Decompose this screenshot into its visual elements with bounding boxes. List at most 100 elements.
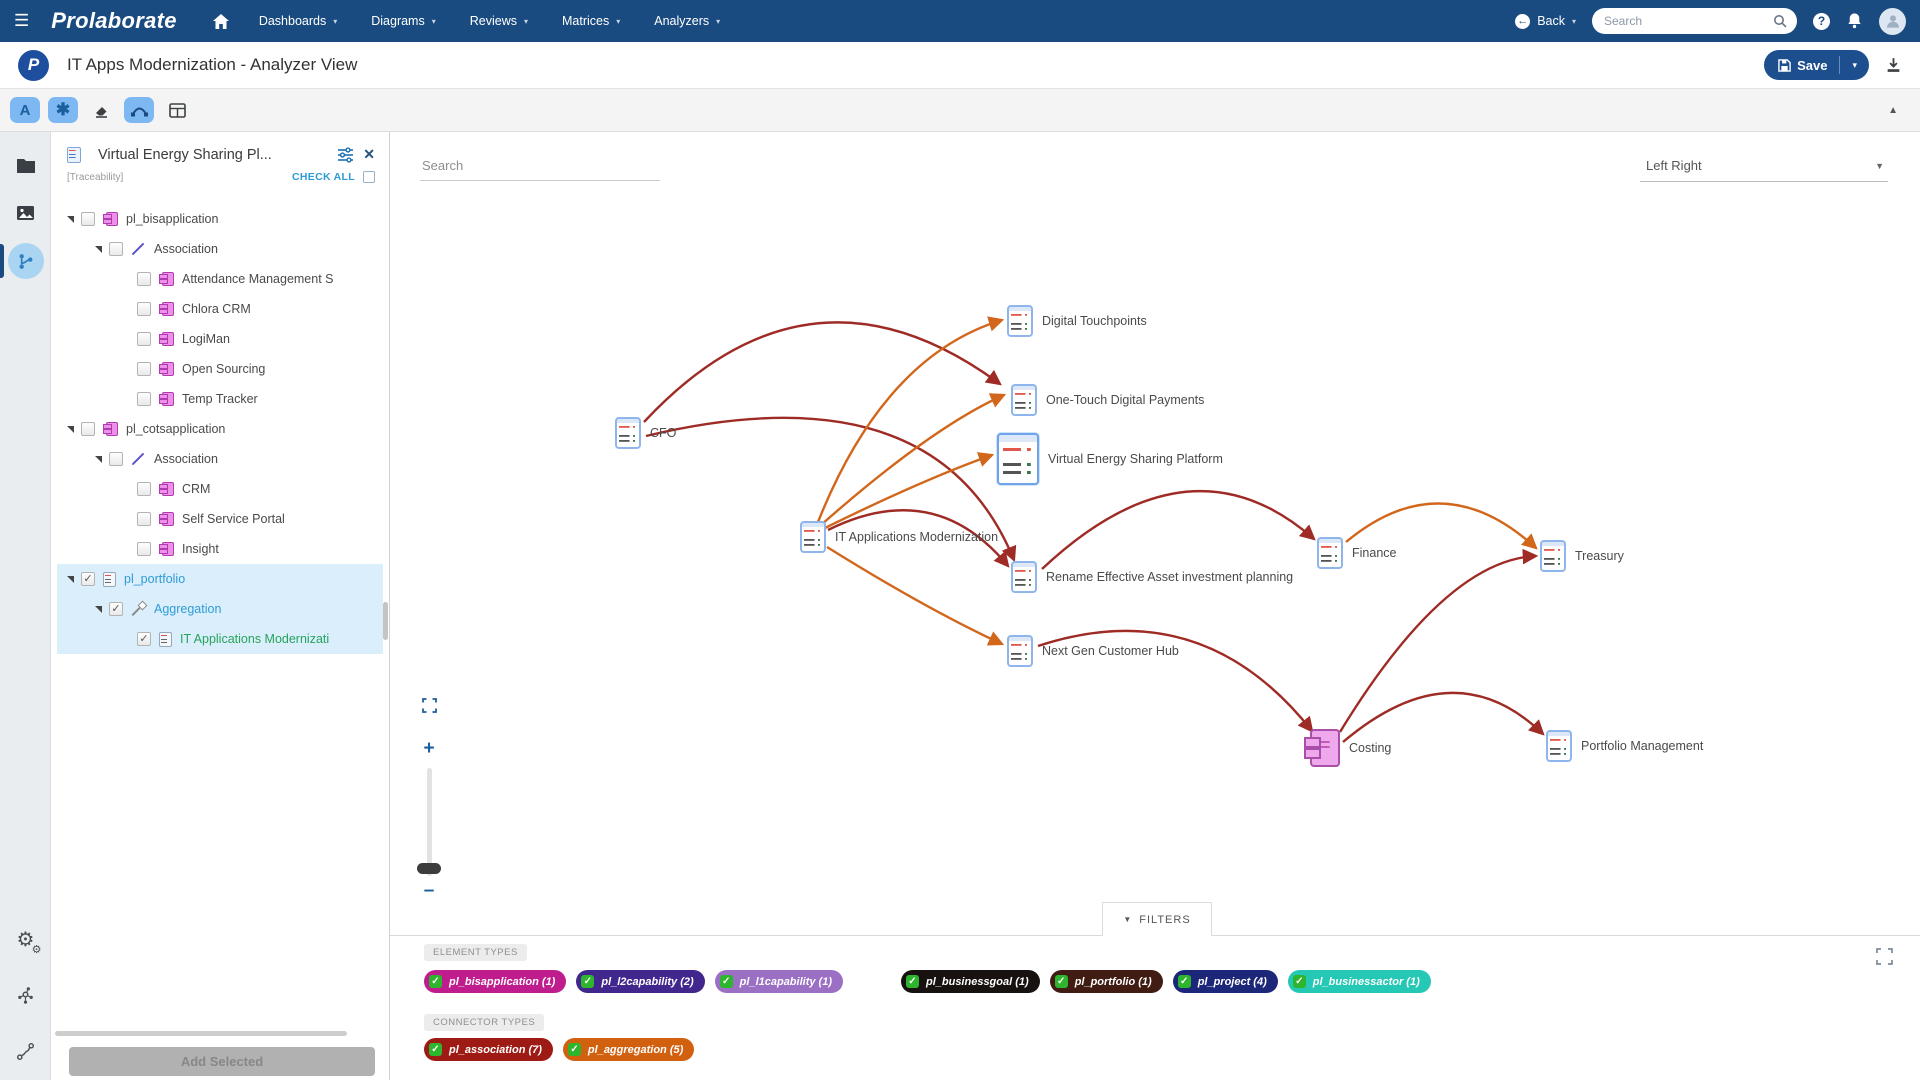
analyzer-canvas[interactable]: Left Right ▼ CFO Digital TouchpointsOne-T… bbox=[390, 132, 1920, 1080]
back-button[interactable]: ← Back ▾ bbox=[1515, 13, 1576, 29]
filter-badge-pl-aggregation-5[interactable]: ✓pl_aggregation (5) bbox=[562, 1038, 695, 1061]
tree-item-checkbox[interactable] bbox=[109, 452, 123, 466]
expand-fullscreen-icon[interactable] bbox=[1876, 948, 1893, 970]
tree-expand-caret[interactable] bbox=[95, 245, 102, 253]
tree-item-open-sourcing[interactable]: Open Sourcing bbox=[57, 354, 383, 384]
badge-checkbox[interactable]: ✓ bbox=[719, 975, 733, 988]
tree-item-checkbox[interactable] bbox=[137, 332, 151, 346]
tree-item-pl-cotsapplication[interactable]: pl_cotsapplication bbox=[57, 414, 383, 444]
filter-sliders-icon[interactable] bbox=[337, 146, 354, 163]
tree-expand-caret[interactable] bbox=[95, 605, 102, 613]
help-icon[interactable]: ? bbox=[1813, 12, 1830, 30]
graph-node-costing[interactable]: Costing bbox=[1304, 729, 1391, 767]
tree-item-checkbox[interactable] bbox=[137, 362, 151, 376]
tree-expand-caret[interactable] bbox=[67, 425, 74, 433]
hamburger-menu-icon[interactable]: ☰ bbox=[14, 11, 30, 30]
tree-item-chlora-crm[interactable]: Chlora CRM bbox=[57, 294, 383, 324]
filter-badge-pl-association-7[interactable]: ✓pl_association (7) bbox=[424, 1038, 553, 1061]
download-icon[interactable] bbox=[1885, 57, 1902, 74]
notifications-bell-icon[interactable] bbox=[1846, 12, 1863, 30]
tree-item-checkbox[interactable] bbox=[137, 302, 151, 316]
graph-node-cfo[interactable]: CFO bbox=[615, 417, 676, 449]
badge-checkbox[interactable]: ✓ bbox=[429, 975, 442, 988]
tree-item-checkbox[interactable]: ✓ bbox=[81, 572, 95, 586]
badge-checkbox[interactable]: ✓ bbox=[429, 1043, 442, 1056]
tree-expand-caret[interactable] bbox=[67, 575, 74, 583]
graph-node-treasury[interactable]: Treasury bbox=[1540, 540, 1624, 572]
toolbar-collapse-caret[interactable]: ▲ bbox=[1888, 104, 1898, 116]
badge-checkbox[interactable]: ✓ bbox=[905, 975, 919, 988]
tree-item-checkbox[interactable]: ✓ bbox=[137, 632, 151, 646]
close-panel-icon[interactable]: ✕ bbox=[363, 146, 375, 162]
zoom-slider-handle[interactable] bbox=[416, 863, 441, 874]
global-search-input[interactable] bbox=[1604, 14, 1773, 28]
nav-item-analyzers[interactable]: Analyzers▾ bbox=[654, 14, 720, 28]
tree-item-checkbox[interactable] bbox=[81, 212, 95, 226]
home-icon[interactable] bbox=[212, 13, 229, 29]
graph-node-next-gen-customer-hub[interactable]: Next Gen Customer Hub bbox=[1007, 635, 1179, 667]
tree-vertical-scrollbar[interactable] bbox=[383, 602, 388, 640]
tree-item-it-applications-modernizati[interactable]: ✓IT Applications Modernizati bbox=[57, 624, 383, 654]
card-view-tool-button[interactable] bbox=[162, 97, 192, 123]
add-selected-button[interactable]: Add Selected bbox=[69, 1047, 375, 1076]
zoom-in-button[interactable]: + bbox=[423, 738, 435, 759]
check-all-label[interactable]: CHECK ALL bbox=[292, 171, 355, 183]
tree-item-checkbox[interactable] bbox=[137, 272, 151, 286]
graph-node-digital-touchpoints[interactable]: Digital Touchpoints bbox=[1007, 305, 1147, 337]
tree-item-association[interactable]: Association bbox=[57, 234, 383, 264]
curve-tool-button[interactable] bbox=[124, 97, 154, 123]
filter-badge-pl-project-4[interactable]: ✓pl_project (4) bbox=[1172, 970, 1278, 993]
zoom-out-button[interactable]: – bbox=[423, 880, 435, 901]
tree-item-checkbox[interactable] bbox=[137, 482, 151, 496]
tree-item-logiman[interactable]: LogiMan bbox=[57, 324, 383, 354]
layout-direction-select[interactable]: Left Right ▼ bbox=[1640, 154, 1888, 182]
check-all-checkbox[interactable] bbox=[363, 171, 375, 183]
rail-traceability-tab[interactable] bbox=[0, 238, 51, 284]
save-dropdown-caret[interactable]: ▾ bbox=[1852, 59, 1857, 70]
tree-item-temp-tracker[interactable]: Temp Tracker bbox=[57, 384, 383, 414]
graph-node-rename-effective-asset-investment-planning[interactable]: Rename Effective Asset investment planni… bbox=[1011, 561, 1293, 593]
nav-item-matrices[interactable]: Matrices▾ bbox=[562, 14, 620, 28]
filter-badge-pl-l2capability-2[interactable]: ✓pl_l2capability (2) bbox=[576, 970, 705, 993]
tree-item-association[interactable]: Association bbox=[57, 444, 383, 474]
asterisk-tool-button[interactable]: ✱ bbox=[48, 97, 78, 123]
tree-item-crm[interactable]: CRM bbox=[57, 474, 383, 504]
tree-item-checkbox[interactable] bbox=[137, 512, 151, 526]
badge-checkbox[interactable]: ✓ bbox=[1177, 975, 1191, 988]
rail-settings-button[interactable]: ⚙⚙ bbox=[0, 916, 51, 962]
graph-node-it-applications-modernization[interactable]: IT Applications Modernization bbox=[800, 521, 998, 553]
rail-browser-tab[interactable] bbox=[0, 142, 51, 188]
filter-badge-pl-l1capability-1[interactable]: ✓pl_l1capability (1) bbox=[714, 970, 843, 993]
user-avatar[interactable] bbox=[1879, 7, 1906, 35]
filter-badge-pl-businessgoal-1[interactable]: ✓pl_businessgoal (1) bbox=[900, 970, 1040, 993]
tree-expand-caret[interactable] bbox=[95, 455, 102, 463]
save-split-button[interactable]: Save ▾ bbox=[1764, 50, 1869, 80]
badge-checkbox[interactable]: ✓ bbox=[1292, 975, 1306, 988]
rail-images-tab[interactable] bbox=[0, 190, 51, 236]
brand-logo[interactable]: Prolaborate bbox=[51, 8, 177, 33]
badge-checkbox[interactable]: ✓ bbox=[581, 975, 595, 988]
search-icon[interactable] bbox=[1773, 14, 1787, 28]
tree-item-checkbox[interactable] bbox=[137, 392, 151, 406]
graph-node-one-touch-digital-payments[interactable]: One-Touch Digital Payments bbox=[1011, 384, 1204, 416]
tree-item-pl-bisapplication[interactable]: pl_bisapplication bbox=[57, 204, 383, 234]
tree-item-checkbox[interactable] bbox=[137, 542, 151, 556]
zoom-slider[interactable] bbox=[416, 768, 441, 876]
text-tool-button[interactable]: A bbox=[10, 97, 40, 123]
filter-badge-pl-portfolio-1[interactable]: ✓pl_portfolio (1) bbox=[1049, 970, 1163, 993]
rail-relations-button[interactable] bbox=[0, 1028, 51, 1074]
filter-badge-pl-bisapplication-1[interactable]: ✓pl_bisapplication (1) bbox=[424, 970, 567, 993]
nav-item-dashboards[interactable]: Dashboards▾ bbox=[259, 14, 337, 28]
eraser-tool-button[interactable] bbox=[86, 97, 116, 123]
nav-item-reviews[interactable]: Reviews▾ bbox=[470, 14, 528, 28]
badge-checkbox[interactable]: ✓ bbox=[567, 1043, 581, 1056]
tree-item-checkbox[interactable] bbox=[81, 422, 95, 436]
tree-horizontal-scrollbar[interactable] bbox=[55, 1031, 347, 1036]
tree-item-checkbox[interactable]: ✓ bbox=[109, 602, 123, 616]
fit-to-screen-icon[interactable] bbox=[421, 698, 437, 718]
tree-item-attendance-management-s[interactable]: Attendance Management S bbox=[57, 264, 383, 294]
tree-item-pl-portfolio[interactable]: ✓pl_portfolio bbox=[57, 564, 383, 594]
graph-node-finance[interactable]: Finance bbox=[1317, 537, 1396, 569]
graph-node-virtual-energy-sharing-platform[interactable]: Virtual Energy Sharing Platform bbox=[997, 433, 1223, 485]
tree-item-aggregation[interactable]: ✓Aggregation bbox=[57, 594, 383, 624]
